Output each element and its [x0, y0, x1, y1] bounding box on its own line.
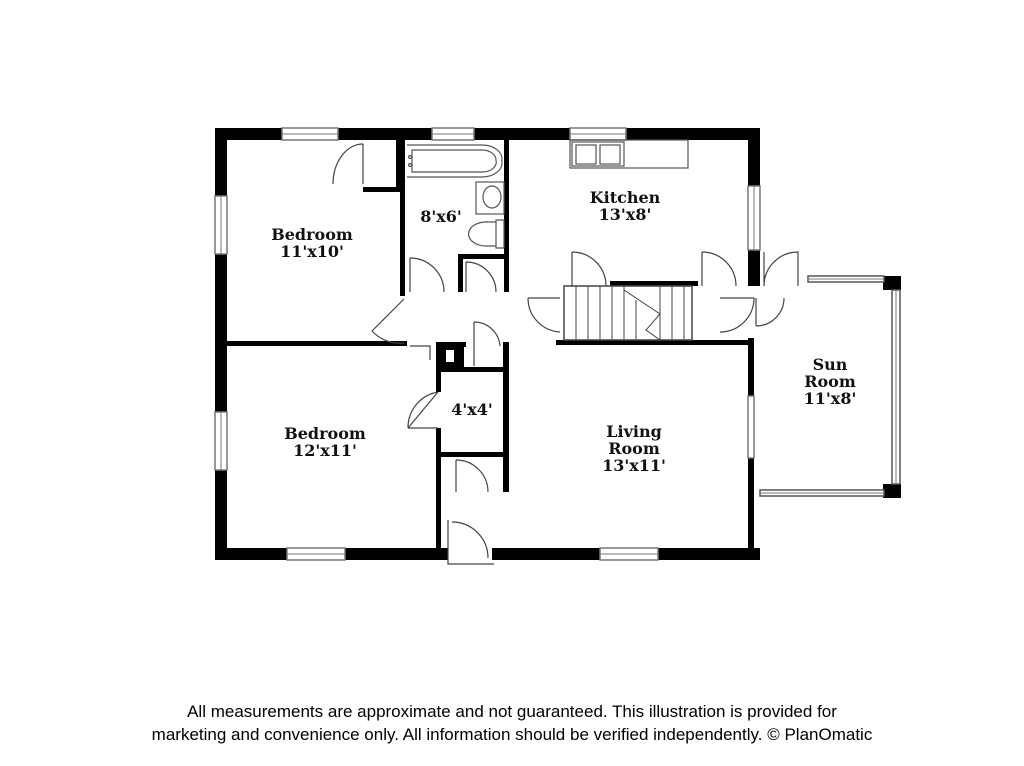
room-name: Kitchen: [589, 188, 661, 207]
room-label-closet: 4'x4': [451, 401, 493, 418]
sink-vanity: [475, 181, 505, 215]
door-sunroom-lower: [755, 297, 785, 327]
door-hall-small: [473, 321, 501, 366]
wall-kitchen-stair: [610, 281, 698, 286]
door-stair: [527, 297, 561, 333]
kitchen-fixtures: [569, 139, 689, 169]
wall-bath-bottom: [458, 254, 509, 259]
wall-kitchen-living: [556, 340, 752, 345]
toilet: [467, 219, 505, 249]
door-sunroom: [763, 251, 799, 287]
door-hall-closet: [410, 345, 431, 360]
room-size: 13'x11': [602, 456, 666, 475]
door-closet-4x4: [407, 391, 439, 429]
room-name: Bedroom: [284, 424, 366, 443]
sunroom-corner-top: [883, 276, 901, 290]
door-lower-closet: [455, 459, 489, 493]
room-label-bedroom-top: Bedroom 11'x10': [271, 226, 353, 260]
door-bedroom-top: [371, 298, 405, 344]
room-size: 13'x8': [598, 205, 652, 224]
room-name-line1: Sun: [812, 355, 848, 374]
room-size: 4'x4': [451, 400, 493, 419]
disclaimer-line-1: All measurements are approximate and not…: [187, 702, 837, 721]
room-size: 11'x10': [280, 242, 344, 261]
room-size: 8'x6': [420, 207, 462, 226]
door-kitchen-stair: [571, 251, 607, 287]
interior-walls: [227, 140, 752, 550]
room-name-line2: Room: [804, 372, 856, 391]
wall-left: [215, 128, 227, 560]
wall-bath-left: [400, 140, 405, 296]
room-name-line2: Room: [608, 439, 660, 458]
wall-closet-right: [503, 342, 509, 492]
room-name-line1: Living: [606, 422, 662, 441]
door-bath: [409, 257, 445, 293]
door-back: [701, 251, 737, 287]
door-linen: [465, 261, 497, 293]
room-size: 11'x8': [803, 389, 857, 408]
room-label-kitchen: Kitchen 13'x8': [590, 189, 661, 223]
door-front: [447, 520, 494, 565]
wall-bath-nub: [458, 254, 463, 292]
room-size: 12'x11': [293, 441, 357, 460]
door-closet-top: [332, 143, 364, 185]
room-label-living: Living Room 13'x11': [602, 423, 666, 474]
disclaimer-line-2: marketing and convenience only. All info…: [151, 725, 873, 744]
chimney-flue: [446, 350, 454, 362]
disclaimer-text: All measurements are approximate and not…: [0, 700, 1024, 746]
room-label-bedroom-bottom: Bedroom 12'x11': [284, 425, 366, 459]
room-label-bath: 8'x6': [420, 208, 462, 225]
wall-closet-bottom: [436, 452, 508, 457]
bath-fixtures: [407, 144, 505, 249]
wall-hall-left-lower: [436, 428, 441, 550]
room-name: Bedroom: [271, 225, 353, 244]
door-side: [719, 297, 755, 333]
wall-bedrooms-divider: [227, 341, 407, 346]
kitchen-counter: [569, 139, 689, 169]
doors: [332, 143, 799, 565]
wall-bath-right: [504, 140, 509, 292]
wall-closet-stub: [436, 342, 466, 347]
wall-closet-horiz: [363, 187, 401, 192]
sink-basin: [482, 185, 502, 209]
kitchen-sink: [571, 141, 625, 167]
bathtub: [407, 144, 503, 178]
staircase: [563, 285, 693, 341]
window-center-lines: [220, 133, 897, 555]
room-label-sunroom: Sun Room 11'x8': [804, 356, 857, 407]
sunroom-corner-bottom: [883, 484, 901, 498]
wall-closet-vert: [396, 140, 401, 192]
wall-closet-top: [436, 367, 508, 372]
window-living-right: [747, 395, 755, 459]
